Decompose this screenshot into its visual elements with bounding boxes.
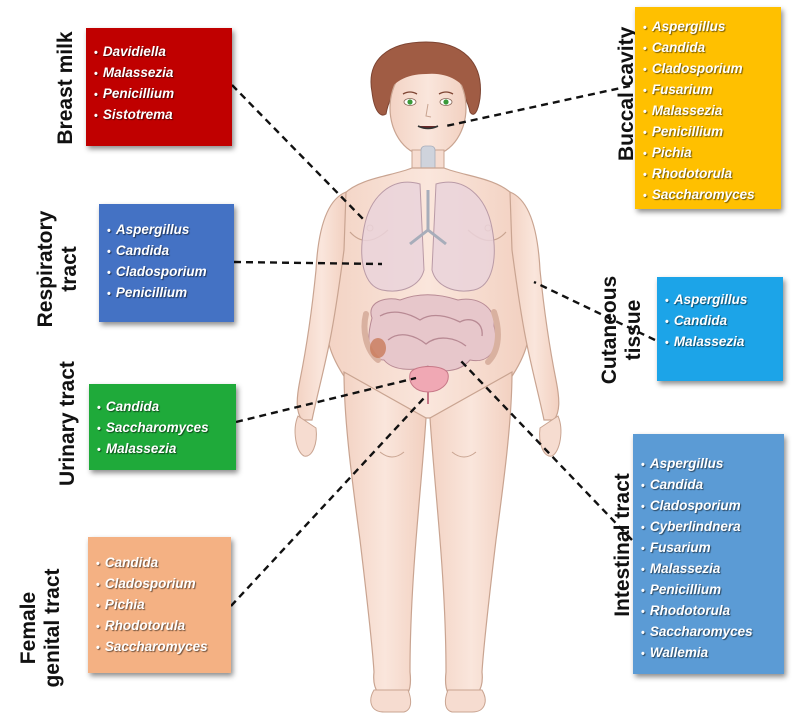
genus-item: Candida [643,38,773,59]
genus-item: Cladosporium [643,59,773,80]
box-cutaneous-tissue: Aspergillus Candida Malassezia [657,277,783,381]
box-urinary-tract: Candida Saccharomyces Malassezia [89,384,236,470]
genus-item: Malassezia [97,439,228,460]
lung-right [431,181,495,292]
genus-item: Candida [96,553,223,574]
genus-item: Sistotrema [94,105,224,126]
leg-left [343,370,427,701]
genus-item: Pichia [96,595,223,616]
genus-item: Rhodotorula [641,601,776,622]
leader-urinary-tract [235,376,417,424]
label-urinary-tract: Urinary tract [56,361,79,486]
leg-right [429,370,513,701]
genus-item: Candida [641,475,776,496]
genera-list: Aspergillus Candida Cladosporium Cyberli… [641,454,776,664]
genus-item: Rhodotorula [643,164,773,185]
genus-item: Pichia [643,143,773,164]
box-intestinal-tract: Aspergillus Candida Cladosporium Cyberli… [633,434,784,674]
genus-item: Rhodotorula [96,616,223,637]
genus-item: Aspergillus [643,17,773,38]
leader-intestinal-tract [459,359,633,541]
label-breast-milk: Breast milk [54,31,77,145]
genus-item: Saccharomyces [97,418,228,439]
leader-cutaneous-tissue [533,280,656,342]
genus-item: Fusarium [641,538,776,559]
arm-right [509,191,560,421]
genus-item: Aspergillus [107,220,226,241]
genus-item: Wallemia [641,643,776,664]
leader-respiratory-tract [233,260,383,266]
genera-list: Davidiella Malassezia Penicillium Sistot… [94,42,224,126]
genus-item: Malassezia [641,559,776,580]
genus-item: Fusarium [643,80,773,101]
genus-item: Saccharomyces [643,185,773,206]
genus-item: Penicillium [94,84,224,105]
genera-list: Aspergillus Candida Cladosporium Fusariu… [643,17,773,206]
leader-breast-milk [231,84,367,223]
genera-list: Candida Cladosporium Pichia Rhodotorula … [96,553,223,658]
box-female-genital-tract: Candida Cladosporium Pichia Rhodotorula … [88,537,231,673]
bladder [409,366,449,393]
genus-item: Cladosporium [107,262,226,283]
genus-item: Cyberlindnera [641,517,776,538]
label-intestinal-tract: Intestinal tract [611,473,634,617]
mouth [417,125,439,130]
genus-item: Penicillium [641,580,776,601]
box-breast-milk: Davidiella Malassezia Penicillium Sistot… [86,28,232,146]
genus-item: Aspergillus [641,454,776,475]
box-buccal-cavity: Aspergillus Candida Cladosporium Fusariu… [635,7,781,209]
leader-buccal-cavity [445,84,631,128]
genus-item: Davidiella [94,42,224,63]
genus-item: Aspergillus [665,290,775,311]
box-respiratory-tract: Aspergillus Candida Cladosporium Penicil… [99,204,234,322]
genus-item: Malassezia [643,101,773,122]
hair [370,41,481,116]
genera-list: Aspergillus Candida Malassezia [665,290,775,353]
genus-item: Cladosporium [96,574,223,595]
genus-item: Candida [107,241,226,262]
genus-item: Candida [97,397,228,418]
genera-list: Aspergillus Candida Cladosporium Penicil… [107,220,226,304]
intestines [368,294,497,372]
lung-left [361,181,425,292]
genus-item: Penicillium [643,122,773,143]
genus-item: Saccharomyces [641,622,776,643]
genus-item: Penicillium [107,283,226,304]
genus-item: Saccharomyces [96,637,223,658]
genus-item: Malassezia [94,63,224,84]
genus-item: Cladosporium [641,496,776,517]
genera-list: Candida Saccharomyces Malassezia [97,397,228,460]
genus-item: Candida [665,311,775,332]
genus-item: Malassezia [665,332,775,353]
